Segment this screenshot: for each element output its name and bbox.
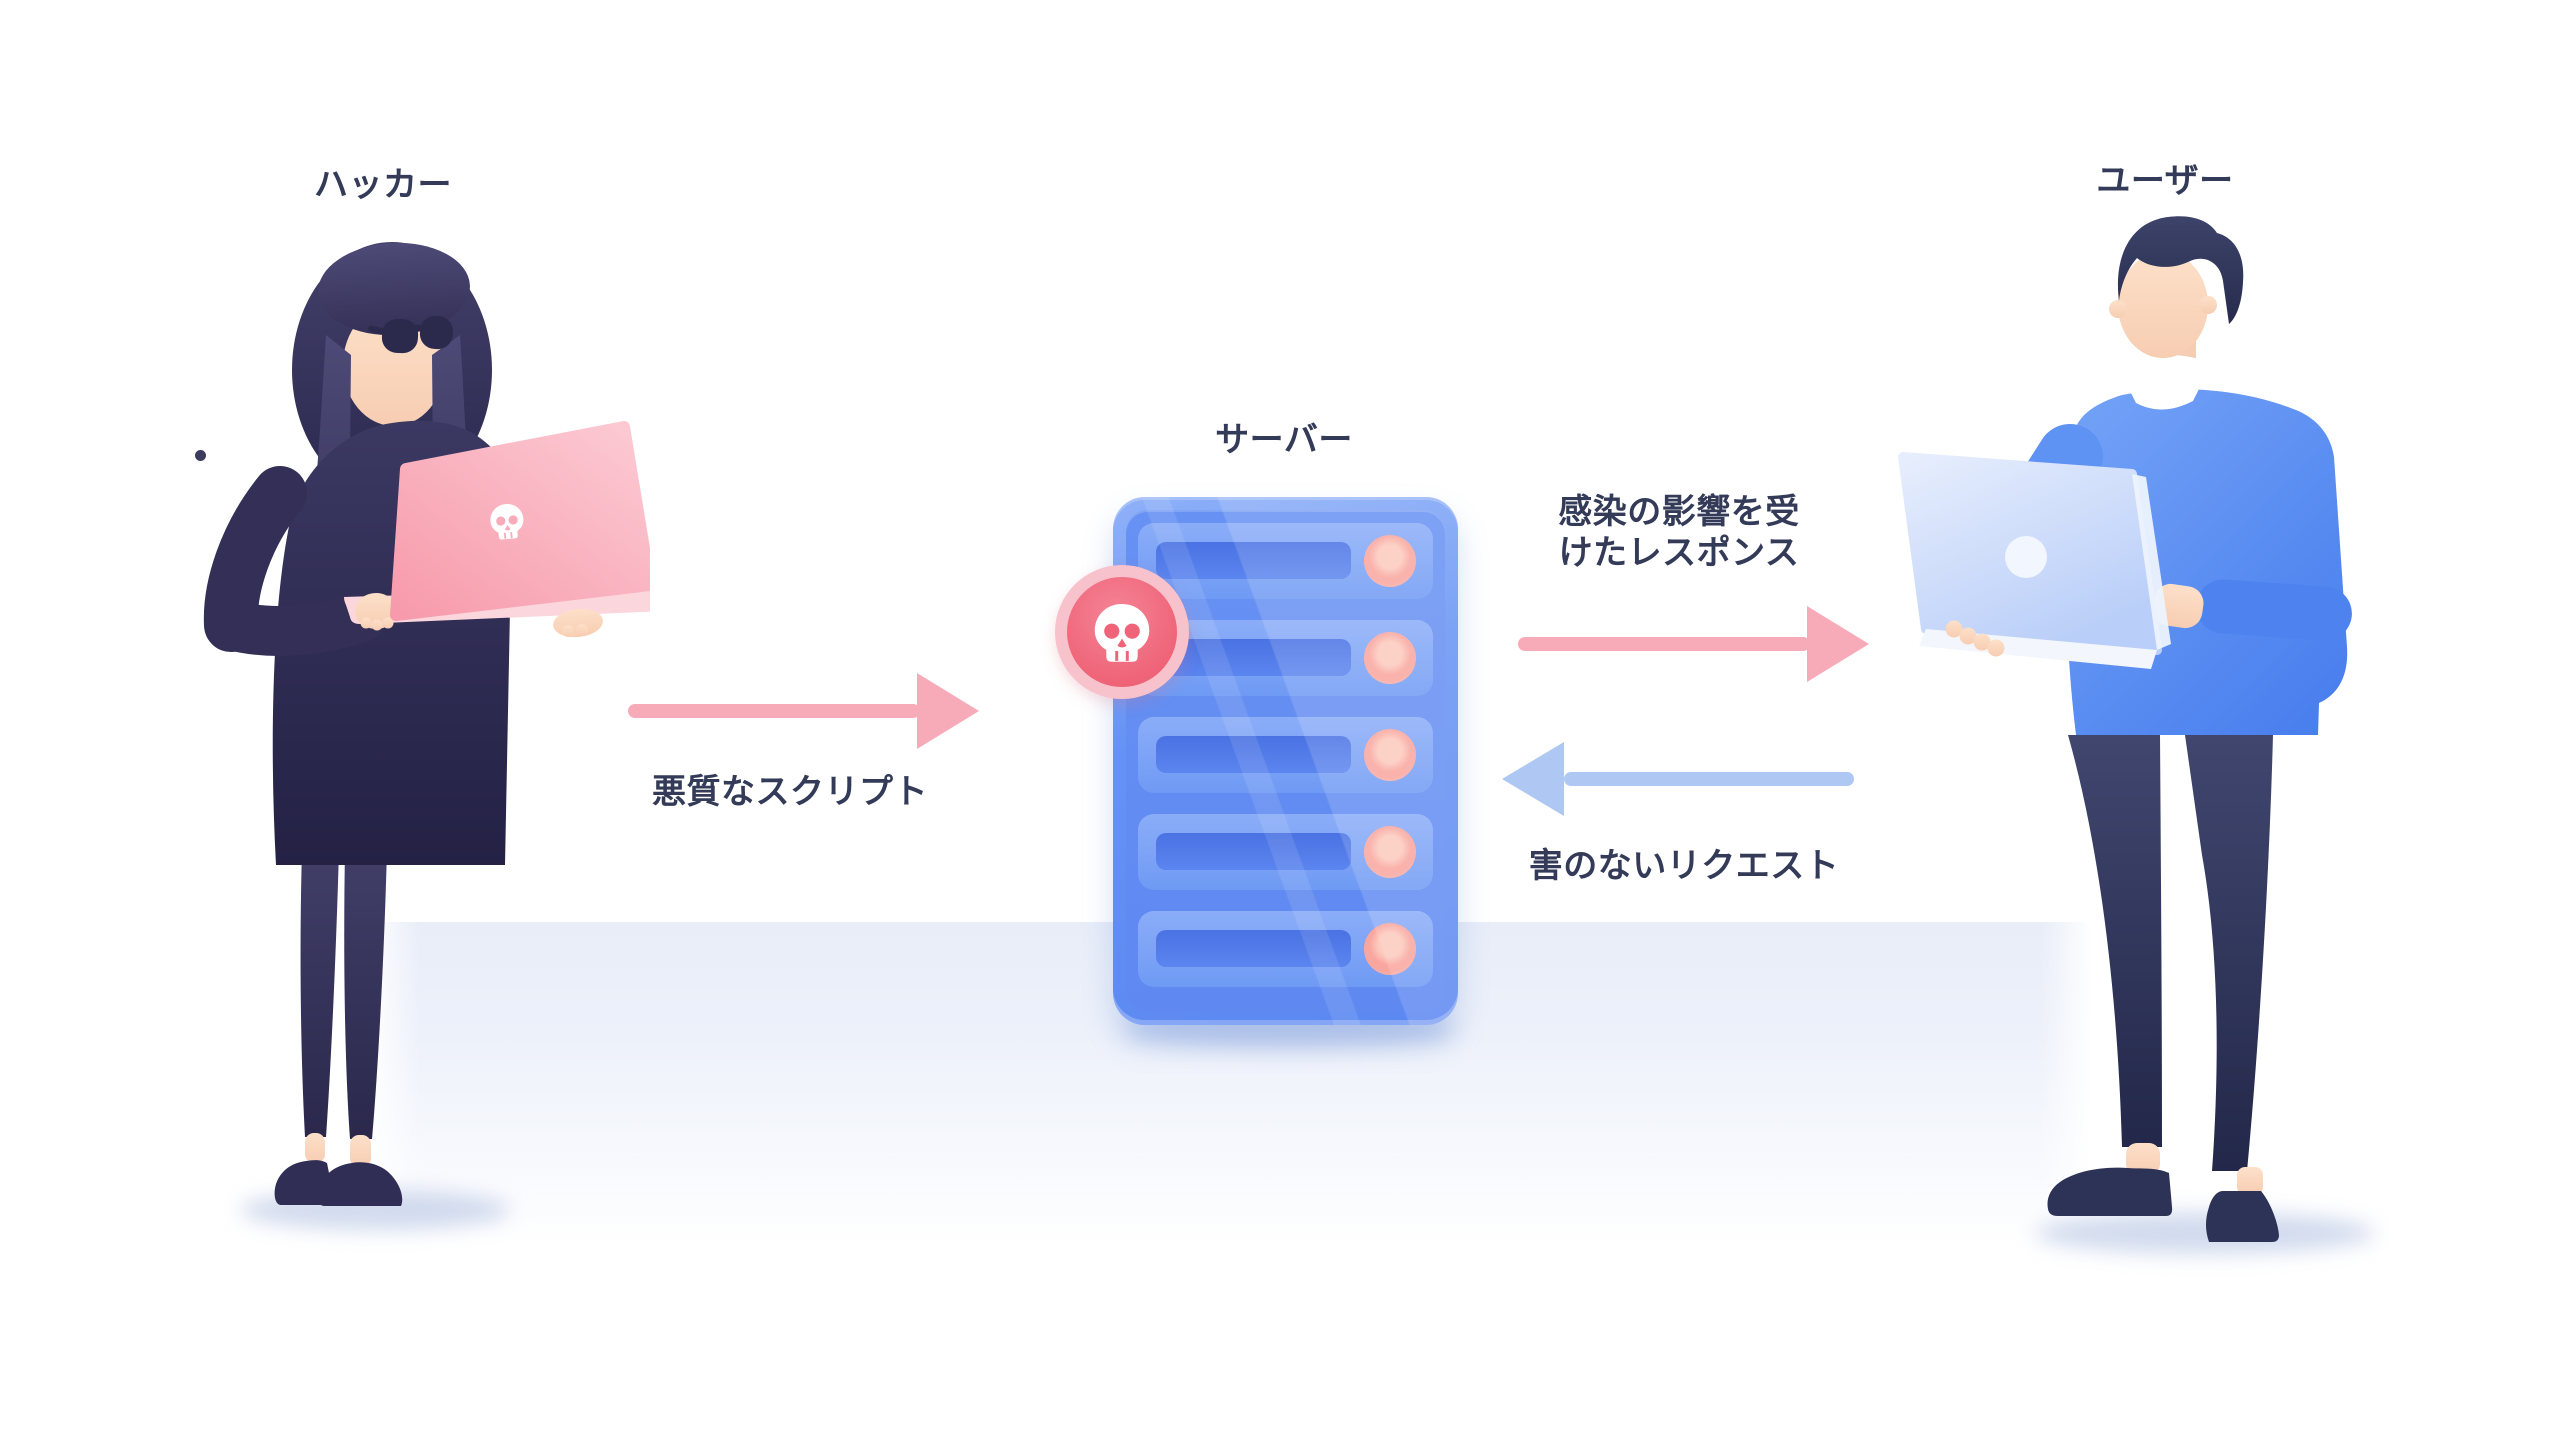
server-slot-light	[1364, 729, 1416, 781]
sunglasses-icon	[368, 315, 454, 354]
server-slot-light	[1364, 535, 1416, 587]
infected-response-label-line2: けたレスポンス	[1558, 534, 1800, 572]
user-collar	[2118, 354, 2212, 410]
user-figure	[1898, 216, 2352, 1242]
malicious-script-label: 悪質なスクリプト	[652, 773, 928, 811]
hacker-legs	[274, 850, 403, 1206]
skull-badge-inner	[1067, 577, 1177, 687]
infected-response-label: 感染の影響を受 けたレスポンス	[1558, 492, 1800, 574]
skull-icon	[1094, 603, 1150, 662]
arrow-infected-response	[1518, 637, 1810, 651]
arrow-harmless-request	[1564, 772, 1854, 786]
user-label: ユーザー	[2096, 162, 2234, 200]
user-head	[2109, 216, 2244, 410]
server-slot-light	[1364, 923, 1416, 975]
arrow-infected-response-head	[1807, 606, 1869, 682]
arrow-malicious-script-head	[917, 673, 979, 749]
user-face	[2118, 252, 2208, 358]
user-hair	[2117, 216, 2244, 324]
harmless-request-label: 害のないリクエスト	[1528, 847, 1840, 885]
server-slot	[1138, 523, 1433, 599]
arrow-harmless-request-head	[1502, 742, 1564, 816]
server-slot-bar	[1156, 736, 1351, 773]
user-laptop	[1898, 452, 2171, 669]
server-slot	[1138, 814, 1433, 890]
hacker-label: ハッカー	[314, 166, 452, 204]
arrow-malicious-script	[628, 704, 920, 718]
user-laptop-hinge	[2132, 474, 2171, 650]
skull-badge	[1055, 565, 1189, 699]
hacker-shoe-left	[274, 1160, 331, 1205]
hacker-shoe-right	[316, 1162, 403, 1206]
user-shadow	[2035, 1212, 2375, 1254]
server-slot-light	[1364, 632, 1416, 684]
server-slot-bar	[1156, 930, 1351, 967]
decorative-dot	[195, 450, 206, 461]
user-shoe-front	[2047, 1167, 2173, 1216]
user-legs	[2047, 735, 2279, 1242]
server-slot-bar	[1156, 833, 1351, 870]
server-slot	[1138, 620, 1433, 696]
infected-response-label-line1: 感染の影響を受	[1558, 493, 1800, 531]
server-illustration	[1055, 497, 1458, 1025]
server-slot-bar	[1156, 639, 1351, 676]
user-shoe-back	[2206, 1191, 2279, 1242]
hacker-face	[343, 304, 445, 426]
server-slot-bar	[1156, 542, 1351, 579]
hacker-figure	[203, 242, 650, 1206]
server-label: サーバー	[1215, 421, 1353, 459]
server-slot	[1138, 717, 1433, 793]
server-slot-light	[1364, 826, 1416, 878]
hacker-hair-top	[318, 242, 470, 336]
skull-icon	[490, 504, 524, 540]
hacker-laptop	[344, 421, 650, 638]
server-slot	[1138, 911, 1433, 987]
server-panel	[1126, 510, 1445, 1011]
circle-logo	[2005, 536, 2047, 578]
